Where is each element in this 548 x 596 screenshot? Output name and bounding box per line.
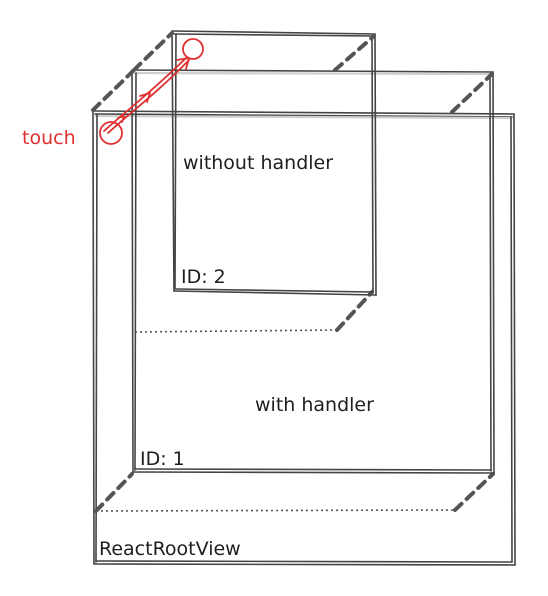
touch-indicator <box>99 38 204 145</box>
without-handler-label: without handler <box>183 152 333 174</box>
touch-label: touch <box>22 127 76 149</box>
root-view-box <box>92 110 516 566</box>
with-handler-label: with handler <box>255 394 374 416</box>
without-handler-id-label: ID: 2 <box>181 266 226 288</box>
touch-end-circle <box>182 38 204 60</box>
without-handler-view-box <box>132 30 377 296</box>
touch-path-arrow <box>103 56 190 134</box>
with-handler-view-box <box>91 69 495 474</box>
with-handler-id-label: ID: 1 <box>140 448 185 470</box>
root-view-label: ReactRootView <box>99 538 241 560</box>
touch-start-circle <box>99 121 123 145</box>
